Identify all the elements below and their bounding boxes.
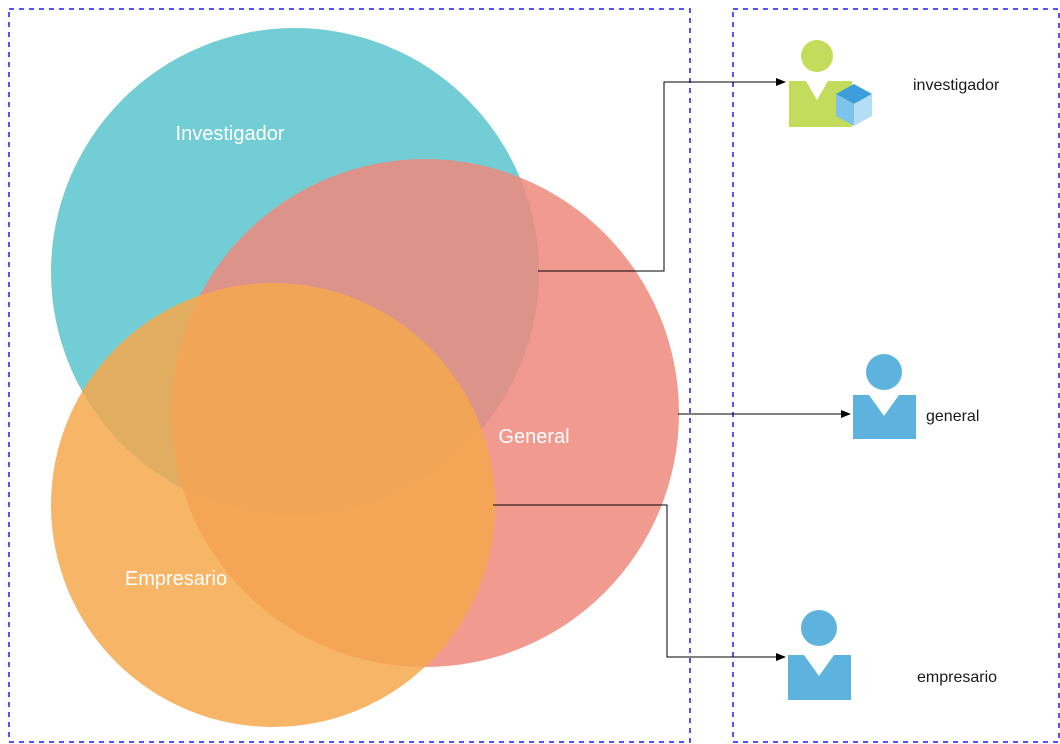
cube-icon [836,84,872,126]
empresario-circle [51,283,495,727]
venn-frame [8,8,691,743]
general-actor-label: general [926,408,979,425]
general-label: General [498,426,569,448]
empresario-actor-label: empresario [917,669,997,686]
actors-frame [732,8,1060,743]
investigador-label: Investigador [176,123,285,145]
empresario-label: Empresario [125,568,227,590]
researcher-user-icon [789,40,872,127]
general-user-icon [853,354,916,439]
investigador-actor-label: investigador [913,77,1000,94]
connector-investigador [538,78,786,272]
empresario-user-icon [788,610,851,700]
connector-empresario [493,504,786,661]
